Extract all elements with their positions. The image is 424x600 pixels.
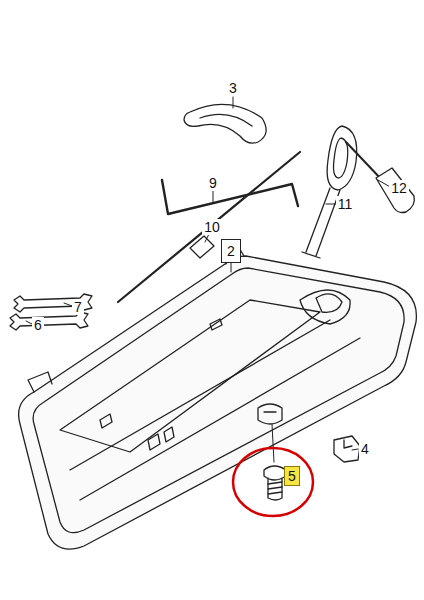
callout-box: 5 [284, 466, 300, 486]
callout-number: 11 [336, 196, 355, 212]
tray-rail [300, 290, 350, 324]
leader-line [26, 321, 32, 324]
callout-number: 7 [72, 299, 84, 315]
leader-line [233, 97, 234, 108]
rod-grip [190, 236, 214, 258]
bolt-part [264, 466, 286, 500]
callout-number: 10 [202, 219, 222, 235]
tray-boss [258, 404, 282, 424]
tray-rail [70, 320, 360, 500]
towing-eye-shaft [302, 188, 340, 258]
screwdriver-handle [376, 168, 414, 213]
callout-number: 3 [227, 80, 239, 96]
highlight-circle [233, 448, 313, 516]
callout-number: 5 [288, 469, 296, 483]
leader-line [231, 263, 232, 272]
callout-number: 2 [227, 244, 235, 258]
callout-number: 12 [389, 180, 409, 196]
tray-recess [316, 294, 342, 312]
clip-part [184, 104, 266, 143]
callout-number: 6 [32, 317, 44, 333]
tray-outline [19, 256, 417, 549]
bolt-thread [268, 482, 282, 494]
leader-line [272, 424, 274, 462]
screwdriver [346, 142, 382, 180]
tray-rail [60, 300, 320, 452]
towing-eye [327, 126, 357, 190]
callout-number: 4 [359, 441, 371, 457]
leader-line [352, 449, 358, 450]
clip-nut [334, 436, 360, 462]
leader-line [213, 191, 214, 203]
callout-box: 2 [221, 239, 241, 263]
leader-line [64, 303, 72, 306]
extension-rod [118, 152, 300, 302]
tray-slot [100, 319, 222, 450]
callout-number: 9 [207, 175, 219, 191]
